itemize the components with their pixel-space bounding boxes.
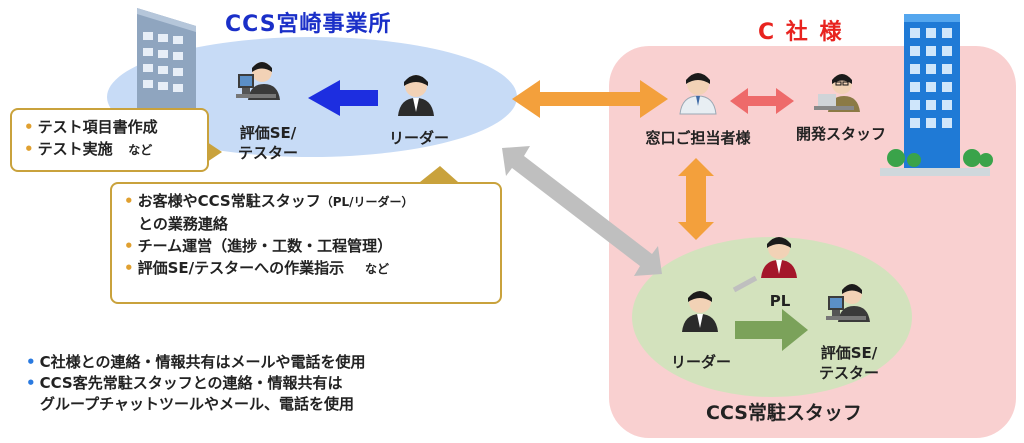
leader-task-item: •チーム運営（進捗・工数・工程管理） xyxy=(124,237,393,255)
resident-leader-label: リーダー xyxy=(670,353,731,371)
leader-task-item: •評価SE/テスターへの作業指示 など xyxy=(124,259,390,277)
leader-tasks-box: •お客様やCCS常駐スタッフ（PL/リーダー） との業務連絡 •チーム運営（進捗… xyxy=(110,182,502,304)
resident-pl-label: PL xyxy=(769,292,791,310)
evaluator-task-item: •テスト項目書作成 xyxy=(24,118,158,136)
office-client-arrow xyxy=(512,80,668,118)
leader-task-item: •お客様やCCS常駐スタッフ（PL/リーダー） xyxy=(124,192,414,210)
ccs-evaluator-label-line2: テスター xyxy=(237,144,298,162)
evaluator-tasks-box: •テスト項目書作成 •テスト実施 など xyxy=(10,108,209,172)
ccs-evaluator-label: 評価SE/ テスター xyxy=(222,123,314,163)
note-line2: CCS客先常駐スタッフとの連絡・情報共有は xyxy=(39,374,343,392)
client-building-icon xyxy=(880,14,993,176)
ccs-evaluator-label-line1: 評価SE/ xyxy=(239,124,297,142)
leader-task-line4: 評価SE/テスターへの作業指示 xyxy=(137,259,345,277)
resident-ellipse xyxy=(632,237,912,397)
office-resident-arrow xyxy=(502,146,662,276)
client-dev-staff-label: 開発スタッフ xyxy=(795,125,886,143)
evaluator-tasks-suffix: など xyxy=(128,143,153,157)
resident-evaluator-label-line1: 評価SE/ xyxy=(820,344,878,362)
instruction-arrow xyxy=(308,80,378,116)
note-item: •C社様との連絡・情報共有はメールや電話を使用 xyxy=(26,353,366,371)
leader-task-line1: お客様やCCS常駐スタッフ xyxy=(137,192,321,210)
notes: •C社様との連絡・情報共有はメールや電話を使用 •CCS客先常駐スタッフとの連絡… xyxy=(26,352,546,415)
leader-evaluator-arrow xyxy=(735,309,808,351)
evaluator-task-text: テスト実施 xyxy=(37,140,113,158)
leader-tasks-suffix: など xyxy=(365,262,390,276)
resident-evaluator-label: 評価SE/ テスター xyxy=(804,343,894,383)
client-resident-arrow xyxy=(678,158,714,240)
ccs-building-icon xyxy=(137,8,196,108)
evaluator-task-text: テスト項目書作成 xyxy=(37,118,158,136)
leader-task-item-cont: との業務連絡 xyxy=(124,213,500,235)
ccs-office-title: CCS宮崎事業所 xyxy=(225,12,392,37)
note-line3: グループチャットツールやメール、電話を使用 xyxy=(40,395,354,413)
client-title: C 社 様 xyxy=(758,20,844,45)
client-contact-label: 窓口ご担当者様 xyxy=(645,129,751,147)
note-item: •CCS客先常駐スタッフとの連絡・情報共有は xyxy=(26,374,343,392)
contact-dev-arrow xyxy=(730,88,794,114)
resident-evaluator-label-line2: テスター xyxy=(818,364,879,382)
leader-task-line3: チーム運営（進捗・工数・工程管理） xyxy=(137,237,393,255)
note-item-cont: グループチャットツールやメール、電話を使用 xyxy=(26,394,546,415)
leader-tasks-pointer xyxy=(420,166,458,182)
evaluator-task-item: •テスト実施 など xyxy=(24,140,153,158)
leader-task-line1-small: （PL/リーダー） xyxy=(320,195,414,209)
leader-task-line2: との業務連絡 xyxy=(138,215,228,233)
note-line1: C社様との連絡・情報共有はメールや電話を使用 xyxy=(39,353,366,371)
resident-footer-label: CCS常駐スタッフ xyxy=(706,402,862,424)
tasks-pointer xyxy=(207,142,222,162)
pl-connector xyxy=(732,275,758,293)
ccs-leader-label: リーダー xyxy=(388,129,449,147)
